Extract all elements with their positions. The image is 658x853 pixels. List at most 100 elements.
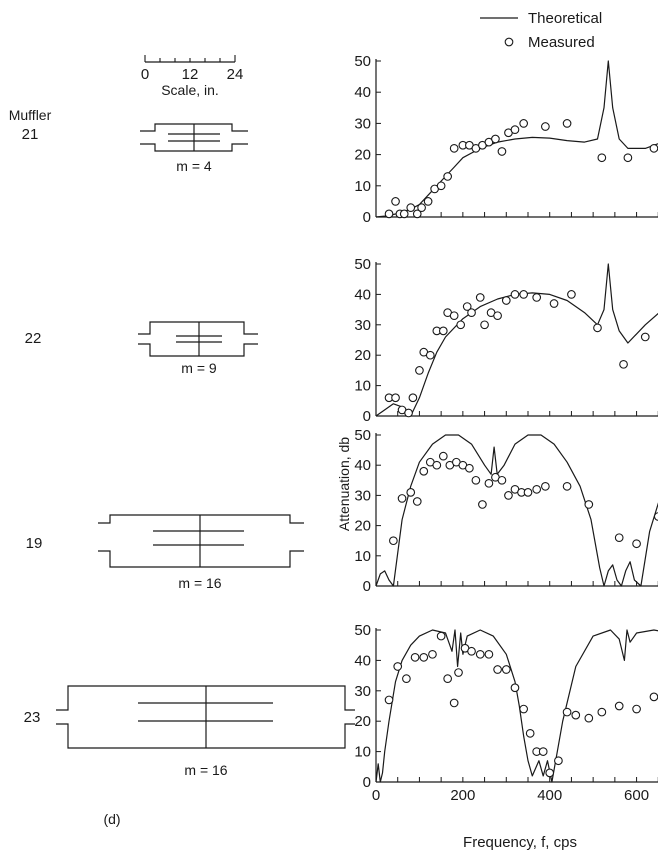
measured-point xyxy=(406,203,416,212)
y-tick-label: 50 xyxy=(354,622,371,639)
measured-point xyxy=(541,481,550,491)
measured-point xyxy=(545,768,555,778)
y-axis-title: Attenuation, db xyxy=(336,437,352,531)
muffler-23-schematic xyxy=(56,685,355,749)
measured-point xyxy=(391,197,400,206)
y-tick-label: 0 xyxy=(363,578,371,595)
scale-tick-label: 12 xyxy=(182,66,199,83)
measured-point xyxy=(467,646,476,656)
measured-point xyxy=(478,500,487,509)
measured-point xyxy=(597,707,607,717)
measured-point xyxy=(501,665,511,674)
measured-point xyxy=(443,172,453,181)
measured-point xyxy=(384,695,394,705)
m-label-21: m = 4 xyxy=(176,158,212,174)
measured-point xyxy=(640,332,650,342)
measured-point xyxy=(584,713,594,723)
measured-point xyxy=(497,147,507,156)
measured-point xyxy=(501,296,511,305)
legend-marker-measured xyxy=(504,37,514,47)
measured-point xyxy=(404,408,413,418)
y-tick-label: 0 xyxy=(363,209,371,226)
legend: Theoretical Measured xyxy=(480,10,602,51)
measured-point xyxy=(562,707,572,717)
measured-point xyxy=(419,466,429,476)
y-tick-label: 0 xyxy=(363,408,371,425)
measured-point xyxy=(393,662,403,671)
measured-point xyxy=(523,488,533,497)
measured-point xyxy=(465,463,474,473)
measured-point xyxy=(538,747,548,756)
muffler-column-header: Muffler xyxy=(9,107,52,123)
measured-point xyxy=(532,485,542,494)
y-tick-label: 30 xyxy=(354,115,371,132)
measured-point xyxy=(497,475,507,485)
muffler-id-23: 23 xyxy=(24,709,41,726)
measured-point xyxy=(484,649,494,659)
y-tick-label: 20 xyxy=(354,713,371,730)
measured-point xyxy=(532,293,542,302)
y-tick-label: 10 xyxy=(354,744,371,761)
legend-label-measured: Measured xyxy=(528,34,595,51)
measured-point xyxy=(389,536,398,546)
measured-point xyxy=(412,209,422,219)
measured-point xyxy=(438,326,448,336)
measured-point xyxy=(384,209,394,219)
measured-point xyxy=(549,299,559,308)
x-tick-label: 600 xyxy=(624,787,649,804)
measured-point xyxy=(632,539,641,549)
measured-point xyxy=(510,290,520,299)
theoretical-curve xyxy=(375,263,658,417)
measured-point xyxy=(541,122,550,131)
measured-point xyxy=(614,701,624,711)
measured-point xyxy=(456,320,466,330)
y-tick-label: 40 xyxy=(354,652,371,669)
measured-point xyxy=(653,512,658,521)
x-tick-label: 200 xyxy=(450,787,475,804)
panel-label: (d) xyxy=(103,811,120,827)
y-tick-label: 10 xyxy=(354,548,371,565)
muffler-id-22: 22 xyxy=(25,330,42,347)
measured-point xyxy=(449,311,459,321)
measured-point xyxy=(399,209,409,219)
measured-point xyxy=(436,181,446,191)
muffler-id-21: 21 xyxy=(22,126,39,143)
x-tick-label: 0 xyxy=(372,787,380,804)
scale-label: Scale, in. xyxy=(161,82,219,98)
measured-point xyxy=(410,653,420,662)
measured-point xyxy=(428,649,437,659)
muffler-21-schematic xyxy=(140,123,248,152)
measured-point xyxy=(436,631,446,641)
measured-point xyxy=(454,668,463,677)
muffler-22-schematic xyxy=(138,321,258,357)
measured-point xyxy=(480,320,489,330)
y-tick-label: 40 xyxy=(354,286,371,303)
measured-point xyxy=(432,460,442,470)
length-scale: 0 12 24 Scale, in. xyxy=(141,55,244,98)
x-axis-title: Frequency, f, cps xyxy=(463,834,577,851)
measured-point xyxy=(471,475,481,485)
legend-label-theoretical: Theoretical xyxy=(528,10,602,27)
y-tick-label: 20 xyxy=(354,347,371,364)
scale-tick-label: 24 xyxy=(227,66,244,83)
measured-point xyxy=(438,451,448,461)
measured-point xyxy=(475,649,485,659)
measured-point xyxy=(519,119,529,128)
measured-point xyxy=(614,533,624,543)
measured-point xyxy=(632,704,641,714)
measured-point xyxy=(391,393,400,403)
measured-point xyxy=(425,350,435,360)
measured-point xyxy=(571,710,581,720)
measured-point xyxy=(519,704,529,714)
y-tick-label: 30 xyxy=(354,683,371,700)
y-tick-label: 40 xyxy=(354,457,371,474)
measured-point xyxy=(519,290,529,299)
m-label-19: m = 16 xyxy=(178,575,221,591)
measured-point xyxy=(562,119,572,128)
measured-point xyxy=(525,729,535,738)
measured-point xyxy=(402,674,411,683)
muffler-19-schematic xyxy=(98,514,304,568)
y-tick-label: 0 xyxy=(363,774,371,791)
